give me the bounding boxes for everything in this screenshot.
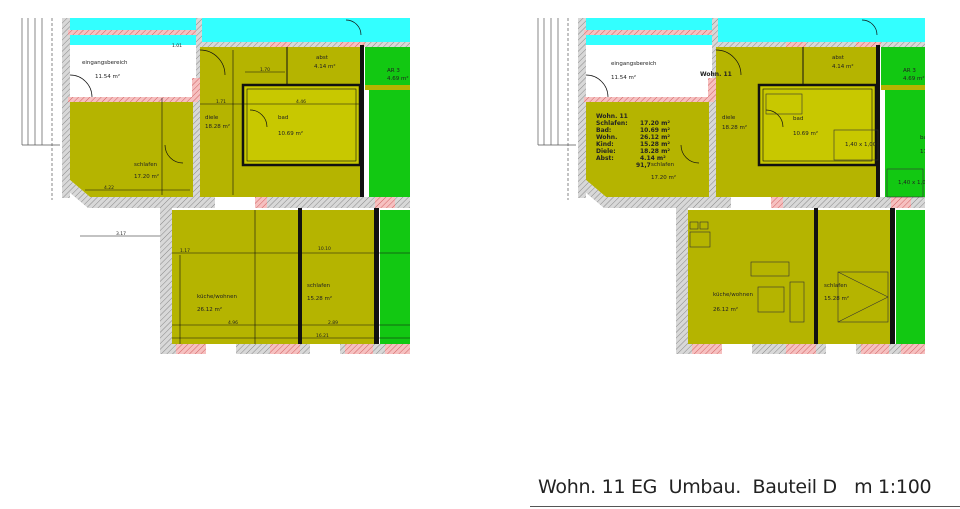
summary-room: Schlafen: <box>596 120 628 127</box>
room-name: abst <box>832 55 845 61</box>
furniture <box>689 93 924 323</box>
summary-room: Wohn. <box>596 134 617 141</box>
dimension-label: 10.10 <box>318 246 331 252</box>
room-name: schlafen <box>651 162 675 168</box>
summary-room: Abst: <box>596 155 614 162</box>
shower-size: 1,40 x 1,0 <box>898 180 926 186</box>
dimension-label: 2.89 <box>328 320 338 326</box>
room-name: AR 3 <box>903 68 916 74</box>
room-area: 17.20 m² <box>134 173 159 180</box>
dimension-label: 4.46 <box>296 99 306 105</box>
partial-label: 11 <box>920 149 927 155</box>
room-area: 4.69 m² <box>903 75 925 82</box>
room-area: 18.28 m² <box>205 123 230 130</box>
room-area: 10.69 m² <box>793 130 818 137</box>
room-name: diele <box>722 115 736 121</box>
drawing-title: Wohn. 11 EG Umbau. Bauteil D m 1:100 <box>538 476 932 498</box>
dimension-label: 1.17 <box>180 248 190 254</box>
room-area: 18.28 m² <box>722 124 747 131</box>
room-labels-conversion: eingangsbereich 11.54 m² diele 18.28 m² … <box>611 55 927 313</box>
room-area: 15.28 m² <box>307 295 332 302</box>
dimension-labels: 1.71 4.46 1.70 3.17 1.17 10.10 4.96 2.89… <box>104 43 338 339</box>
summary-room: Kind: <box>596 141 614 148</box>
shower-size: 1,40 x 1,00 <box>845 142 877 148</box>
room-name: AR 3 <box>387 68 400 74</box>
room-name: bad <box>278 115 288 121</box>
room-name: schlafen <box>134 162 158 168</box>
room-name: bad <box>793 116 803 122</box>
room-area: 17.20 m² <box>651 174 676 181</box>
title-underline <box>530 506 960 507</box>
room-name: küche/wohnen <box>197 294 237 300</box>
summary-total: 91,7 <box>636 162 651 169</box>
dimension-label: 1.71 <box>216 99 226 105</box>
partial-label: ba <box>920 135 927 141</box>
room-name: eingangsbereich <box>82 60 128 66</box>
summary-area: 17.20 m² <box>640 120 670 127</box>
room-area: 4.14 m² <box>832 63 854 70</box>
dimension-label: 16.21 <box>316 333 329 339</box>
room-area: 11.54 m² <box>611 74 636 81</box>
summary-room: Diele: <box>596 148 616 155</box>
plan-existing: eingangsbereich 11.54 m² diele 18.28 m² … <box>20 18 410 356</box>
summary-area: 26.12 m² <box>640 134 670 141</box>
room-name: schlafen <box>824 283 848 289</box>
dimension-label: 3.17 <box>116 231 126 237</box>
summary-area: 10.69 m² <box>640 127 670 134</box>
room-area: 15.28 m² <box>824 295 849 302</box>
room-area: 4.69 m² <box>387 75 409 82</box>
dimension-label: 1.01 <box>172 43 182 49</box>
dimension-label: 4.22 <box>104 185 114 191</box>
area-summary: Wohn. 11 Schlafen: 17.20 m² Bad: 10.69 m… <box>596 113 670 169</box>
room-name: schlafen <box>307 283 331 289</box>
room-area: 26.12 m² <box>713 306 738 313</box>
room-area: 10.69 m² <box>278 130 303 137</box>
summary-heading: Wohn. 11 <box>596 113 628 120</box>
room-area: 4.14 m² <box>314 63 336 70</box>
room-name: abst <box>316 55 329 61</box>
room-name: diele <box>205 115 219 121</box>
dimension-label: 1.70 <box>260 67 270 73</box>
dimension-label: 4.96 <box>228 320 238 326</box>
plan-conversion: Wohn. 11 eingangsbereich 11.54 m² diele … <box>536 18 927 356</box>
room-area: 11.54 m² <box>95 73 120 80</box>
room-name: eingangsbereich <box>611 61 657 67</box>
dimension-lines <box>80 50 410 344</box>
room-name: küche/wohnen <box>713 292 753 298</box>
summary-room: Bad: <box>596 127 611 134</box>
room-area: 26.12 m² <box>197 306 222 313</box>
room-labels-existing: eingangsbereich 11.54 m² diele 18.28 m² … <box>82 55 409 313</box>
summary-area: 4.14 m² <box>640 155 666 162</box>
summary-area: 15.28 m² <box>640 141 670 148</box>
summary-area: 18.28 m² <box>640 148 670 155</box>
unit-label: Wohn. 11 <box>700 71 732 78</box>
